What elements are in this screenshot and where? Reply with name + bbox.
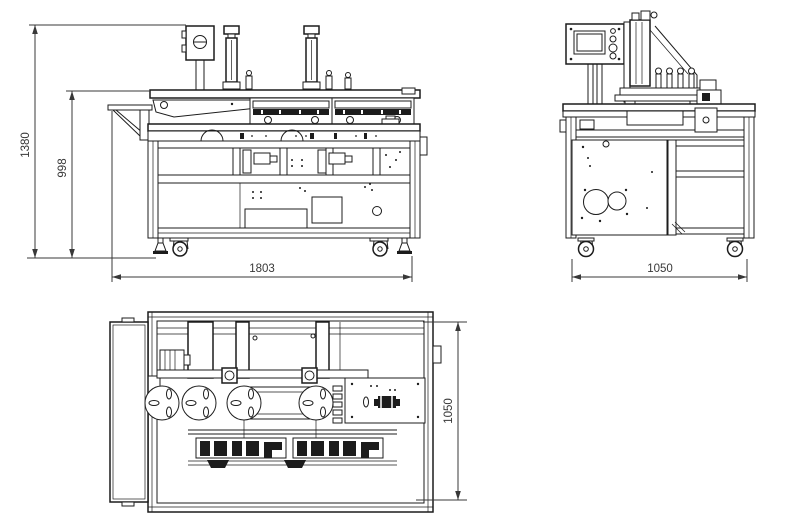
front-head-unit-right [331,97,415,125]
front-infeed-bracket [107,104,153,141]
side-casters [577,237,744,258]
side-hmi-button [610,28,616,34]
side-cylinder-tower [623,10,698,103]
front-pneumatic-components [242,149,401,174]
front-cylinder-right [302,25,321,90]
side-hmi-button [609,52,617,60]
side-view: 1050 [559,10,756,282]
dim-front-overall-length: 1803 [249,263,275,275]
dim-top-overall-depth: 1050 [443,398,455,424]
side-hmi-panel [565,23,625,107]
top-carriage [195,437,287,468]
side-hmi-button [608,43,618,53]
top-disc [226,385,262,421]
side-hmi-button [609,35,617,43]
front-lower-panel [157,182,411,229]
top-drive-plate [344,377,426,424]
front-valve-stems [245,70,352,90]
side-dimensions: 1050 [571,259,748,282]
front-table-top [147,123,421,142]
top-carriage [284,437,384,468]
front-dimensions: 1380 998 1803 [20,24,413,282]
front-feet-casters [153,237,412,257]
top-roller-assembly [144,367,369,424]
top-disc [144,385,180,421]
side-valve-stems [655,67,695,89]
dim-side-overall-depth: 1050 [647,263,673,275]
front-right-fitting [401,87,416,95]
top-disc [181,385,217,421]
front-frame [147,136,428,239]
top-view: 1050 [109,311,467,513]
front-control-box [181,25,215,92]
top-infeed-tray [109,317,149,507]
dim-front-table-height: 998 [57,158,69,177]
front-conveyor-beam [149,89,421,118]
dim-front-overall-height: 1380 [20,132,32,158]
front-head-unit-left [249,97,333,125]
top-dimensions: 1050 [416,321,467,501]
top-carriage-zone [188,420,397,468]
side-cabinet [571,139,745,236]
top-disc [298,385,334,421]
front-cylinder-left [222,25,241,90]
front-view: 1380 998 1803 [20,24,428,282]
side-table-frame [559,103,756,239]
